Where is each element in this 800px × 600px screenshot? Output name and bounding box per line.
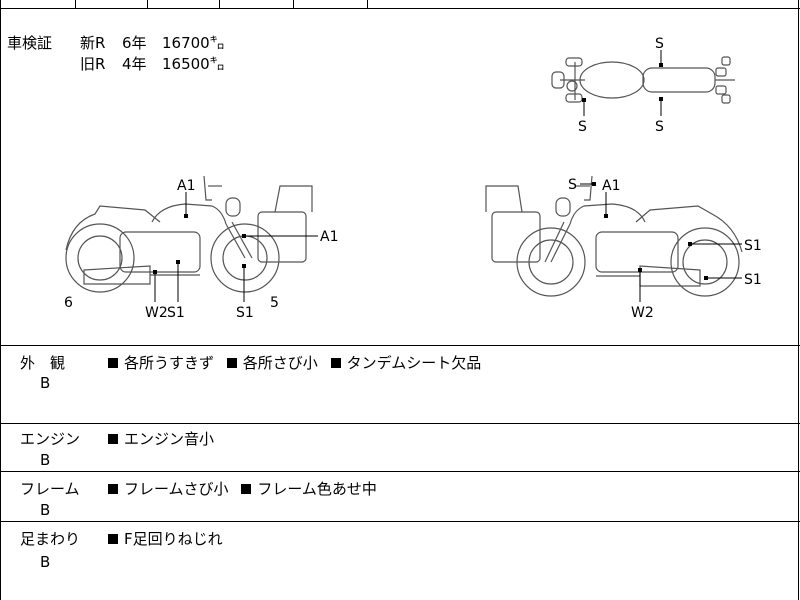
bullet-square-icon xyxy=(241,484,252,494)
right-view-label: S1 xyxy=(744,238,762,254)
section-name: エンジン xyxy=(20,430,81,448)
left-view-label: 6 xyxy=(64,295,73,311)
section-grade: B xyxy=(40,553,51,571)
left-view-label: A1 xyxy=(177,178,195,194)
inspection-distance: 16700㌔ xyxy=(162,34,225,52)
section-exterior: 外 観 B 各所うすきず 各所さび小 タンデムシート欠品 xyxy=(0,346,800,424)
list-item: 各所さび小 xyxy=(242,354,318,372)
list-item: エンジン音小 xyxy=(124,430,215,448)
list-item: タンデムシート欠品 xyxy=(346,354,482,372)
right-view-label: A1 xyxy=(602,178,620,194)
inspection-row: 新R 6年 16700㌔ xyxy=(80,33,225,54)
left-view-label: W2 xyxy=(145,305,168,321)
section-items: F足回りねじれ xyxy=(108,528,231,549)
bullet-square-icon xyxy=(330,358,341,368)
right-view-label: W2 xyxy=(631,305,654,321)
bullet-square-icon xyxy=(108,434,118,444)
right-side-motorcycle-icon xyxy=(485,175,743,297)
left-side-motorcycle-icon xyxy=(65,175,313,293)
top-header-strip xyxy=(0,0,800,9)
list-item: 各所うすきず xyxy=(124,354,215,372)
inspection-years: 6年 xyxy=(122,34,147,52)
bullet-square-icon xyxy=(108,358,118,368)
bullet-square-icon xyxy=(226,358,237,368)
bullet-square-icon xyxy=(108,484,118,494)
top-view-label: S xyxy=(655,36,664,52)
section-items: 各所うすきず 各所さび小 タンデムシート欠品 xyxy=(108,352,489,373)
section-items: フレームさび小 フレーム色あせ中 xyxy=(108,478,385,499)
divider xyxy=(0,521,800,522)
damage-diagram: S S S A1 A1 W2 S1 S1 6 5 S A1 S1 S1 W2 xyxy=(64,36,762,321)
left-view-label: A1 xyxy=(320,229,338,245)
top-view-label: S xyxy=(655,119,664,135)
inspection-distance: 16500㌔ xyxy=(162,55,225,73)
section-items: エンジン音小 xyxy=(108,428,222,449)
list-item: F足回りねじれ xyxy=(124,530,223,548)
list-item: フレーム色あせ中 xyxy=(257,480,377,498)
section-name: 足まわり xyxy=(20,530,81,548)
inspection-row: 旧R 4年 16500㌔ xyxy=(80,54,225,75)
section-name: 外 観 xyxy=(20,354,66,372)
right-view-label: S xyxy=(568,177,577,193)
section-name: フレーム xyxy=(20,480,80,498)
section-suspension: 足まわり B F足回りねじれ xyxy=(0,522,800,600)
left-view-label: 5 xyxy=(270,295,279,311)
top-view-motorcycle-icon xyxy=(551,56,735,104)
right-view-label: S1 xyxy=(744,272,762,288)
section-frame: フレーム B フレームさび小 フレーム色あせ中 xyxy=(0,472,800,522)
section-grade: B xyxy=(40,501,51,519)
top-view-label: S xyxy=(578,119,587,135)
divider xyxy=(0,471,800,472)
inspection-years: 4年 xyxy=(122,55,147,73)
left-view-label: S1 xyxy=(236,305,254,321)
divider xyxy=(0,423,800,424)
divider xyxy=(0,345,800,346)
left-view-label: S1 xyxy=(167,305,185,321)
inspection-type: 新R xyxy=(80,34,106,52)
section-grade: B xyxy=(40,374,51,392)
bullet-square-icon xyxy=(108,534,118,544)
inspection-type: 旧R xyxy=(80,55,106,73)
section-grade: B xyxy=(40,451,51,469)
section-engine: エンジン B エンジン音小 xyxy=(0,424,800,472)
list-item: フレームさび小 xyxy=(124,480,229,498)
inspection-label: 車検証 xyxy=(7,34,53,52)
